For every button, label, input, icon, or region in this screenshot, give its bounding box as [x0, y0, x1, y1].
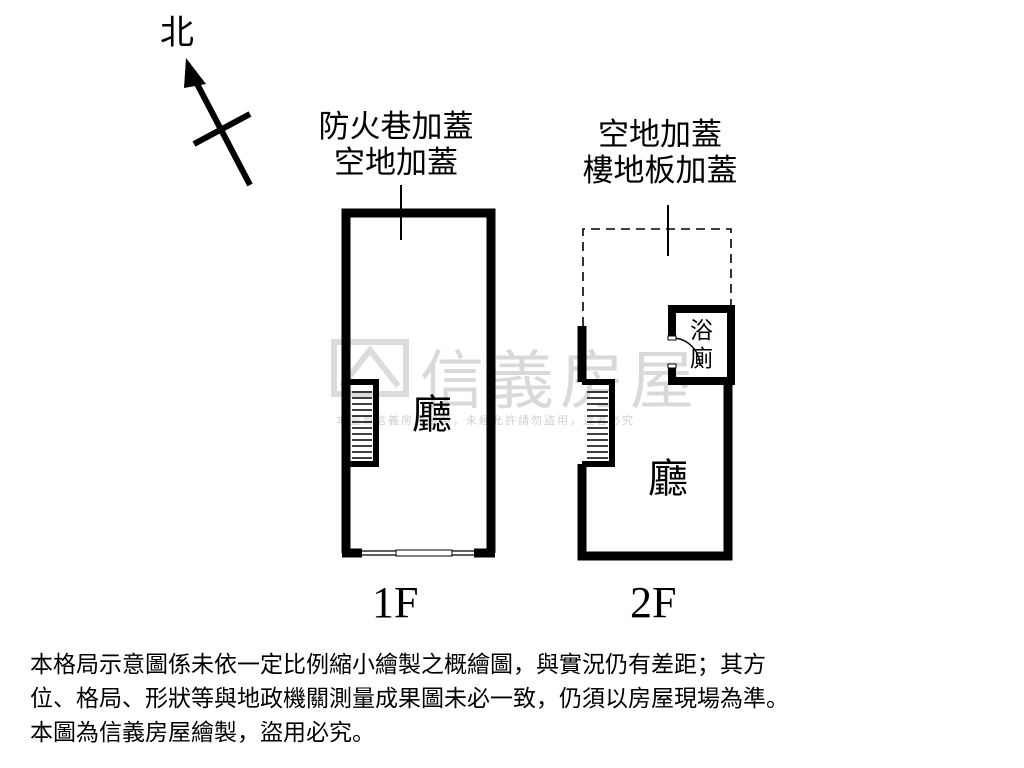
floor-plan	[184, 58, 735, 561]
disclaimer-line: 本格局示意圖係未依一定比例縮小繪製之概繪圖，與實況仍有差距；其方	[30, 652, 766, 678]
2f-bath-label: 浴 廁	[690, 318, 713, 373]
2f-annotation-line: 空地加蓋	[598, 117, 722, 153]
1f-stairs	[347, 379, 379, 467]
north-arrow-icon	[184, 58, 253, 187]
disclaimer: 本格局示意圖係未依一定比例縮小繪製之概繪圖，與實況仍有差距；其方 位、格局、形狀…	[30, 648, 1000, 750]
2f-dashed-addition	[582, 228, 732, 326]
watermark-notice: 本圖為信義房屋繪製，未經允許請勿盜用，違者必究	[336, 414, 635, 427]
floor-1f	[341, 185, 496, 558]
1f-outer-wall	[341, 208, 496, 553]
1f-annotation-line: 防火巷加蓋	[318, 109, 474, 145]
2f-annotation: 空地加蓋 樓地板加蓋	[560, 117, 760, 189]
bath-label-line: 廁	[690, 345, 713, 372]
floor-1f-label: 1F	[372, 578, 419, 627]
2f-outer-wall	[577, 384, 733, 561]
watermark-brand: 信義房屋	[420, 345, 700, 419]
2f-annotation-line: 樓地板加蓋	[582, 152, 738, 189]
floor-2f-label: 2F	[630, 578, 677, 627]
north-label: 北	[160, 13, 194, 53]
bath-label-line: 浴	[690, 318, 713, 344]
1f-annotation-line: 空地加蓋	[334, 144, 458, 181]
watermark-logo	[331, 339, 409, 397]
2f-bathroom	[667, 305, 735, 385]
floor-2f	[577, 205, 735, 561]
2f-room-label: 廳	[648, 456, 688, 502]
disclaimer-line: 位、格局、形狀等與地政機關測量成果圖未必一致，仍須以房屋現場為準。	[30, 686, 789, 712]
1f-room-label: 廳	[412, 392, 452, 438]
1f-entrance-door	[362, 549, 474, 557]
disclaimer-line: 本圖為信義房屋繪製，盜用必究。	[30, 720, 375, 746]
2f-stairs	[582, 379, 615, 467]
1f-annotation: 防火巷加蓋 空地加蓋	[296, 109, 496, 181]
